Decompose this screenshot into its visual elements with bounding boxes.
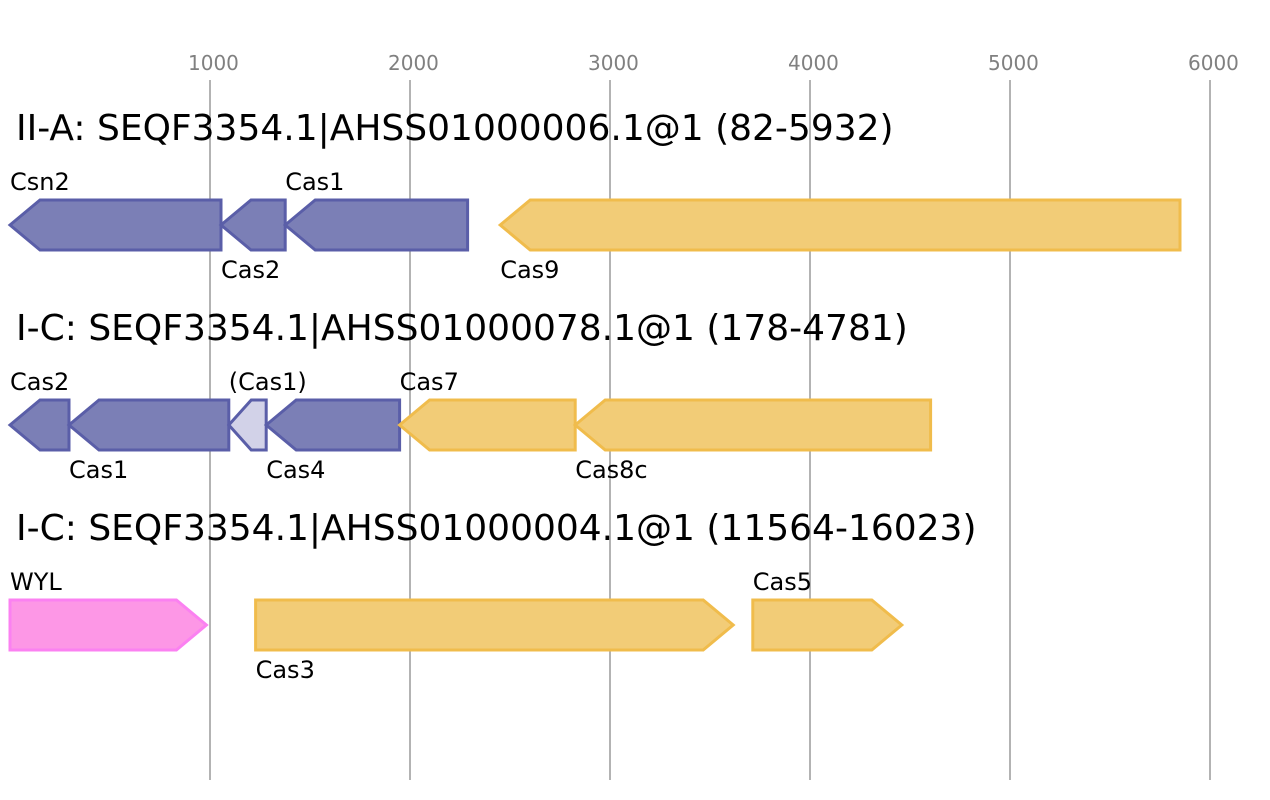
gene-arrow-cas1	[226, 398, 268, 452]
locus-title: II-A: SEQF3354.1|AHSS01000006.1@1 (82-59…	[16, 108, 894, 149]
gene-label: Cas2	[221, 256, 280, 284]
gene-arrow-cas3	[254, 598, 736, 652]
gene-arrow-csn2	[7, 198, 223, 252]
gene-arrow-cas7	[397, 398, 577, 452]
gene-arrow-cas8c	[572, 398, 933, 452]
locus: I-C: SEQF3354.1|AHSS01000078.1@1 (178-47…	[7, 308, 933, 484]
tick-label: 5000	[988, 51, 1039, 75]
gene-label: Cas9	[500, 256, 559, 284]
gene-label: Cas1	[285, 168, 344, 196]
gene-arrow-cas4	[263, 398, 402, 452]
gene-label: Cas7	[400, 368, 459, 396]
gene-label: Cas8c	[575, 456, 647, 484]
gene-label: Cas4	[266, 456, 325, 484]
locus: II-A: SEQF3354.1|AHSS01000006.1@1 (82-59…	[7, 108, 1182, 284]
locus: I-C: SEQF3354.1|AHSS01000004.1@1 (11564-…	[8, 508, 977, 684]
gene-arrow-wyl	[8, 598, 209, 652]
tick-label: 6000	[1188, 51, 1239, 75]
gene-label: Csn2	[10, 168, 70, 196]
loci: II-A: SEQF3354.1|AHSS01000006.1@1 (82-59…	[7, 108, 1182, 684]
tick-label: 3000	[588, 51, 639, 75]
gene-label: Cas1	[69, 456, 128, 484]
gene-arrow-cas5	[751, 598, 905, 652]
gene-label: Cas2	[10, 368, 69, 396]
locus-title: I-C: SEQF3354.1|AHSS01000078.1@1 (178-47…	[16, 308, 908, 349]
gene-arrow-cas1	[66, 398, 231, 452]
gene-arrow-cas1	[282, 198, 470, 252]
gene-label: WYL	[10, 568, 62, 596]
tick-label: 1000	[188, 51, 239, 75]
gene-arrow-cas2	[218, 198, 287, 252]
gene-arrow-cas2	[7, 398, 71, 452]
tick-label: 2000	[388, 51, 439, 75]
gene-arrow-cas9	[497, 198, 1182, 252]
tick-label: 4000	[788, 51, 839, 75]
gene-label: (Cas1)	[229, 368, 307, 396]
locus-title: I-C: SEQF3354.1|AHSS01000004.1@1 (11564-…	[16, 508, 977, 549]
gene-label: Cas5	[753, 568, 812, 596]
gene-label: Cas3	[256, 656, 315, 684]
